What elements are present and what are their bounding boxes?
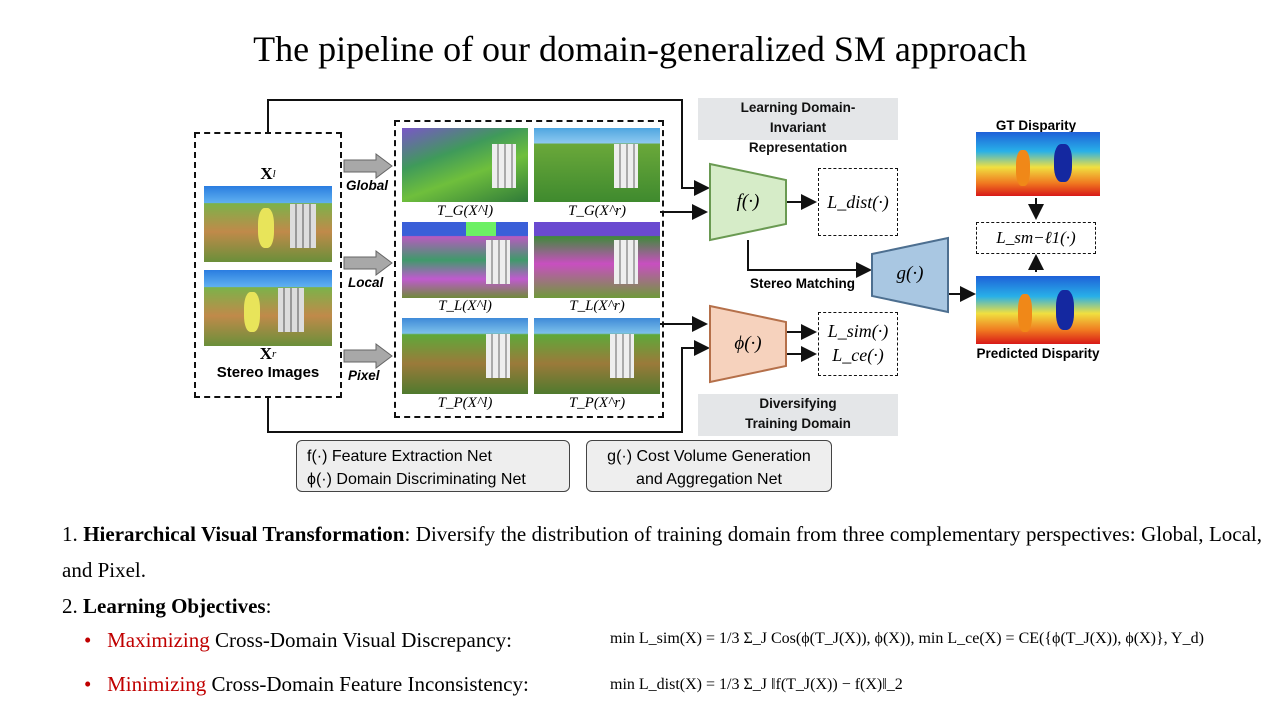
predicted-disparity-label: Predicted Disparity xyxy=(976,346,1100,361)
pixel-left-image xyxy=(402,318,528,394)
f-net-shape xyxy=(709,162,787,242)
item-2-heading: Learning Objectives xyxy=(83,594,266,618)
bullet-dot: • xyxy=(84,672,92,696)
global-right-image xyxy=(534,128,660,202)
diversifying-training-label: Diversifying Training Domain xyxy=(698,394,898,436)
gt-disparity-label: GT Disparity xyxy=(995,118,1077,133)
branch-arrow-pixel xyxy=(343,343,393,369)
caption-tl-right: T_L(X^r) xyxy=(569,298,625,314)
bullet-maximizing: • Maximizing Cross-Domain Visual Discrep… xyxy=(84,622,512,658)
item-1-number: 1. xyxy=(62,522,78,546)
caption-tp-left: T_P(X^l) xyxy=(437,395,493,411)
connector-lines xyxy=(267,99,1044,433)
local-right-image xyxy=(534,222,660,298)
branch-arrow-global xyxy=(343,153,393,179)
stereo-right-image xyxy=(204,270,332,346)
f-net-label: f(·) xyxy=(736,191,760,212)
gt-disparity-image xyxy=(976,132,1100,196)
predicted-disparity-image xyxy=(976,276,1100,344)
transformations-box xyxy=(394,120,664,418)
stereo-images-label: Stereo Images xyxy=(216,364,320,381)
pixel-right-image xyxy=(534,318,660,394)
loss-sim-label: L_sim(·) xyxy=(827,320,889,341)
bullet-minimizing: • Minimizing Cross-Domain Feature Incons… xyxy=(84,666,529,702)
loss-ce-label: L_ce(·) xyxy=(832,344,884,365)
objective-item-2: 2. Learning Objectives: xyxy=(62,588,271,624)
bottom-loop-line xyxy=(267,340,710,433)
bullet-2-emphasis: Minimizing xyxy=(107,672,207,696)
formula-sim-ce-text: min L_sim(X) = 1/3 Σ_J Cos(ϕ(T_J(X)), ϕ(… xyxy=(610,630,1204,647)
stereo-left-image xyxy=(204,186,332,262)
item-2-colon: : xyxy=(265,594,272,618)
branch-label-local: Local xyxy=(348,275,384,290)
formula-dist: min L_dist(X) = 1/3 Σ_J ‖f(T_J(X)) − f(X… xyxy=(610,676,1170,694)
legend-f-net: f(·) Feature Extraction Net xyxy=(307,448,492,465)
legend-phi-net: ϕ(·) Domain Discriminating Net xyxy=(307,471,526,488)
branch-label-global: Global xyxy=(346,178,389,193)
caption-tp-right: T_P(X^r) xyxy=(568,395,626,411)
objective-item-1: 1. Hierarchical Visual Transformation: D… xyxy=(62,516,1262,588)
top-loop-line xyxy=(267,99,710,196)
caption-tg-left: T_G(X^l) xyxy=(436,203,494,219)
legend-networks-right: g(·) Cost Volume Generation and Aggregat… xyxy=(586,440,832,492)
branch-arrow-local xyxy=(343,250,393,276)
bullet-1-text: Cross-Domain Visual Discrepancy: xyxy=(209,628,512,652)
formula-sim-ce: min L_sim(X) = 1/3 Σ_J Cos(ϕ(T_J(X)), ϕ(… xyxy=(610,630,1270,648)
bullet-1-emphasis: Maximizing xyxy=(107,628,210,652)
caption-tg-right: T_G(X^r) xyxy=(568,203,626,219)
g-net-shape xyxy=(871,236,949,314)
legend-g-net-cont: and Aggregation Net xyxy=(636,471,782,488)
phi-net-shape xyxy=(709,304,787,384)
loss-dist-box: L_dist(·) xyxy=(818,168,898,236)
caption-tl-left: T_L(X^l) xyxy=(438,298,492,314)
item-2-number: 2. xyxy=(62,594,78,618)
stereo-matching-line xyxy=(747,240,872,278)
legend-networks-left: f(·) Feature Extraction Net ϕ(·) Domain … xyxy=(296,440,570,492)
bullet-2-text: Cross-Domain Feature Inconsistency: xyxy=(206,672,529,696)
bullet-dot: • xyxy=(84,628,92,652)
formula-dist-text: min L_dist(X) = 1/3 Σ_J ‖f(T_J(X)) − f(X… xyxy=(610,676,903,693)
g-net-label: g(·) xyxy=(896,263,924,284)
stereo-images-box xyxy=(194,132,342,398)
stereo-matching-label: Stereo Matching xyxy=(750,276,856,291)
legend-g-net: g(·) Cost Volume Generation xyxy=(607,448,811,465)
slide-title: The pipeline of our domain-generalized S… xyxy=(253,29,1027,69)
item-1-heading: Hierarchical Visual Transformation xyxy=(83,522,405,546)
branch-label-pixel: Pixel xyxy=(348,368,380,383)
loss-sim-ce-box xyxy=(818,312,898,376)
local-left-image xyxy=(402,222,528,298)
learning-invariant-label: Learning Domain-Invariant Representation xyxy=(698,98,898,155)
phi-net-label: ϕ(·) xyxy=(734,333,762,354)
global-left-image xyxy=(402,128,528,202)
loss-sm-box: L_sm−ℓ1(·) xyxy=(976,222,1096,254)
item-1-body: : Diversify the distribution of training… xyxy=(62,522,1263,582)
